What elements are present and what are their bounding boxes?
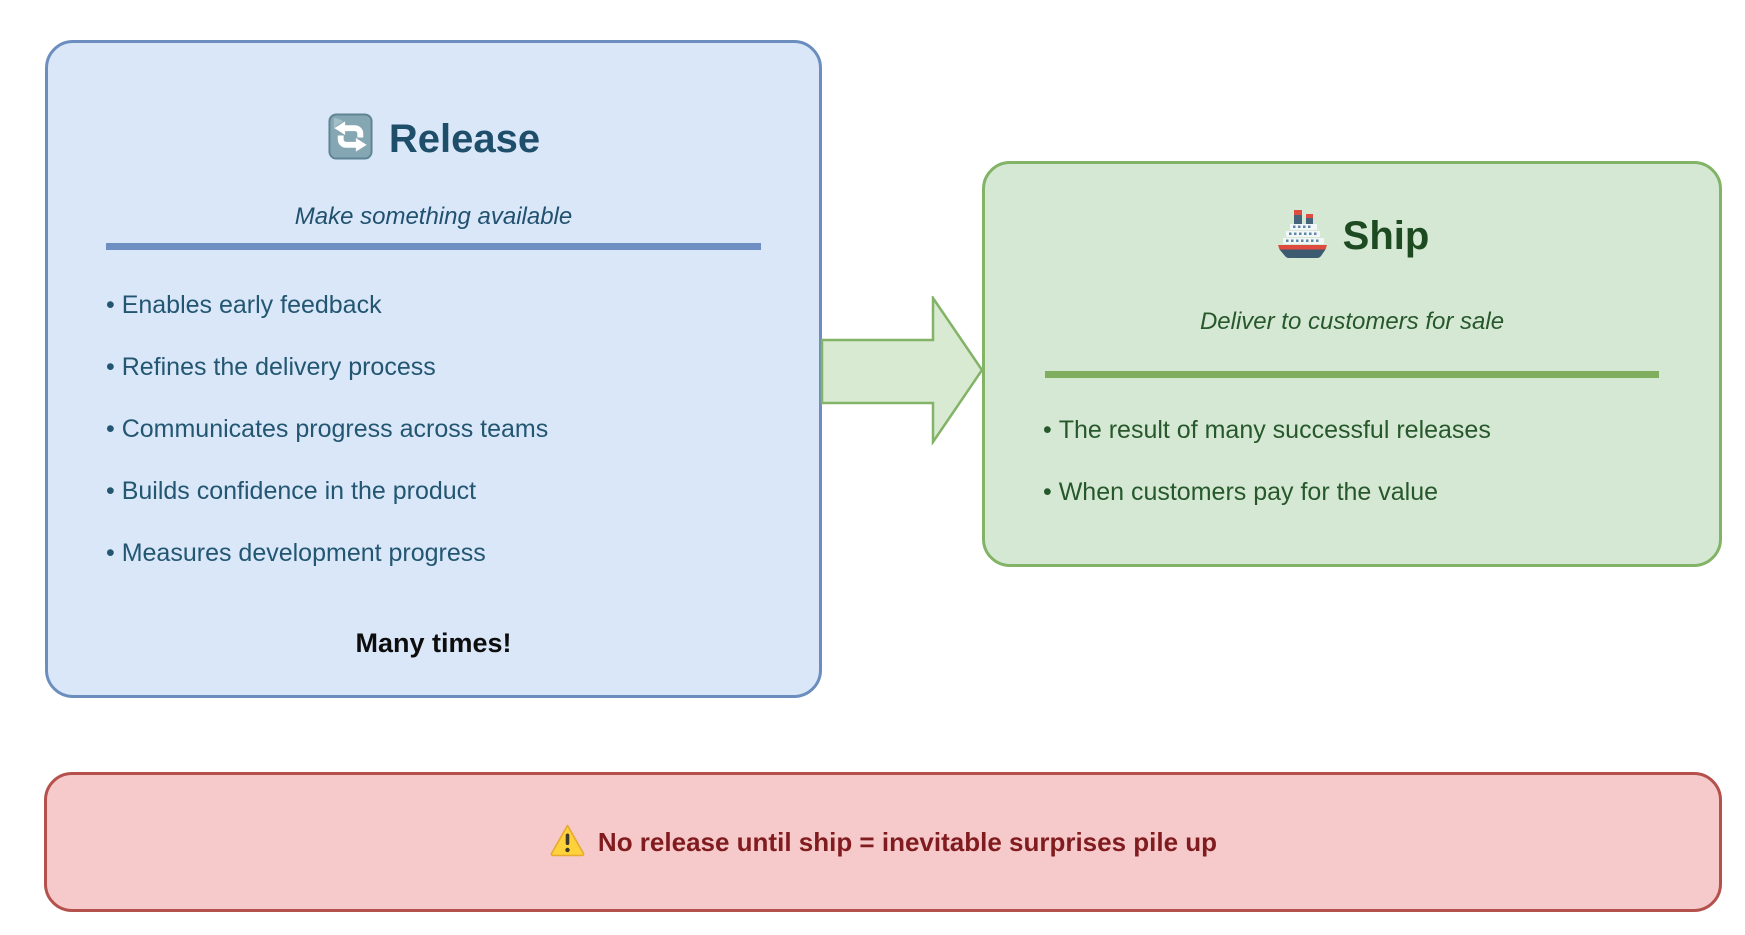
release-bullet: Refines the delivery process [106, 352, 789, 382]
release-bullet-list: Enables early feedback Refines the deliv… [106, 290, 789, 600]
warning-text: No release until ship = inevitable surpr… [597, 827, 1218, 857]
ship-subtitle: Deliver to customers for sale [1199, 308, 1505, 335]
ship-bullet: The result of many successful releases [1043, 415, 1689, 445]
warning-icon [549, 823, 586, 862]
ship-bullet: When customers pay for the value [1043, 477, 1689, 507]
release-title: Release [388, 117, 541, 161]
ship-title: Ship [1342, 213, 1430, 258]
release-bullet: Measures development progress [106, 538, 789, 568]
release-box: Release Make something available Enables… [45, 40, 822, 698]
release-bullet: Builds confidence in the product [106, 476, 789, 506]
release-divider [106, 243, 761, 250]
release-title-row: Release [48, 113, 819, 165]
counterclockwise-arrows-icon [327, 113, 374, 165]
ship-box: Ship Deliver to customers for sale The r… [982, 161, 1722, 567]
release-to-ship-arrow [820, 296, 984, 445]
release-bullet: Enables early feedback [106, 290, 789, 320]
release-subtitle: Make something available [294, 203, 573, 230]
release-footer-note: Many times! [355, 628, 512, 658]
ship-title-row: Ship [985, 206, 1719, 265]
ship-icon [1275, 206, 1329, 265]
warning-banner: No release until ship = inevitable surpr… [44, 772, 1722, 912]
release-bullet: Communicates progress across teams [106, 414, 789, 444]
ship-bullet-list: The result of many successful releases W… [1043, 415, 1689, 539]
ship-divider [1045, 371, 1659, 378]
